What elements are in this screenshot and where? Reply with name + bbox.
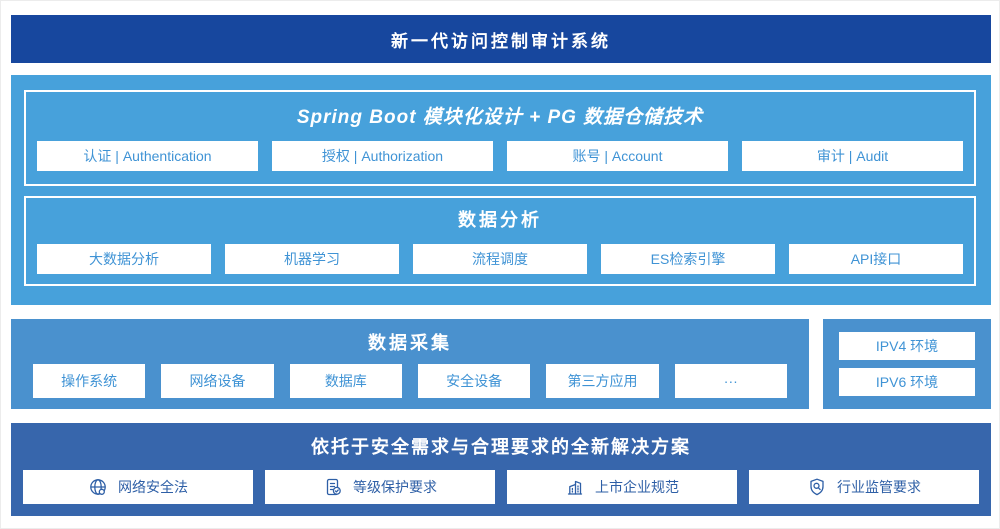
platform-section: Spring Boot 模块化设计 + PG 数据仓储技术 认证 | Authe… — [11, 75, 991, 305]
module-account: 账号 | Account — [507, 141, 728, 171]
data-collection-section: 数据采集 操作系统 网络设备 数据库 安全设备 第三方应用 ··· — [11, 319, 809, 409]
solution-section: 依托于安全需求与合理要求的全新解决方案 网络安全法 — [11, 423, 991, 516]
module-process-scheduling: 流程调度 — [413, 244, 587, 274]
source-third-party-app: 第三方应用 — [546, 364, 659, 398]
requirement-label: 等级保护要求 — [353, 479, 437, 495]
solution-title: 依托于安全需求与合理要求的全新解决方案 — [311, 437, 691, 457]
ipv6-environment: IPV6 环境 — [839, 368, 975, 396]
shield-search-icon — [807, 477, 827, 497]
module-authentication: 认证 | Authentication — [37, 141, 258, 171]
module-audit: 审计 | Audit — [742, 141, 963, 171]
springboot-subsection: Spring Boot 模块化设计 + PG 数据仓储技术 认证 | Authe… — [24, 90, 976, 186]
requirement-classified-protection: 等级保护要求 — [265, 470, 495, 504]
springboot-module-row: 认证 | Authentication 授权 | Authorization 账… — [26, 141, 974, 171]
data-analysis-title: 数据分析 — [458, 210, 542, 230]
module-authorization: 授权 | Authorization — [272, 141, 493, 171]
data-collection-row: 操作系统 网络设备 数据库 安全设备 第三方应用 ··· — [11, 364, 809, 398]
springboot-title: Spring Boot 模块化设计 + PG 数据仓储技术 — [296, 107, 704, 128]
network-environment-section: IPV4 环境 IPV6 环境 — [823, 319, 991, 409]
requirement-label: 网络安全法 — [118, 479, 188, 495]
checklist-icon — [323, 477, 343, 497]
source-database: 数据库 — [289, 364, 402, 398]
data-analysis-subsection: 数据分析 大数据分析 机器学习 流程调度 ES检索引擎 API接口 — [24, 196, 976, 286]
module-es-search-engine: ES检索引擎 — [601, 244, 775, 274]
requirement-listed-company: 上市企业规范 — [507, 470, 737, 504]
source-security-device: 安全设备 — [417, 364, 531, 398]
requirement-industry-supervision: 行业监管要求 — [749, 470, 979, 504]
requirement-cybersecurity-law: 网络安全法 — [23, 470, 253, 504]
requirement-label: 上市企业规范 — [595, 479, 679, 495]
source-network-device: 网络设备 — [161, 364, 274, 398]
module-big-data-analysis: 大数据分析 — [37, 244, 211, 274]
module-api: API接口 — [789, 244, 963, 274]
source-operating-system: 操作系统 — [33, 364, 146, 398]
module-machine-learning: 机器学习 — [225, 244, 399, 274]
building-icon — [565, 477, 585, 497]
data-collection-title: 数据采集 — [368, 333, 452, 353]
solution-row: 网络安全法 等级保护要求 — [11, 470, 991, 504]
data-analysis-module-row: 大数据分析 机器学习 流程调度 ES检索引擎 API接口 — [26, 244, 974, 274]
requirement-label: 行业监管要求 — [837, 479, 921, 495]
ipv4-environment: IPV4 环境 — [839, 332, 975, 360]
source-more-ellipsis: ··· — [674, 364, 787, 398]
page-title-banner: 新一代访问控制审计系统 — [11, 15, 991, 63]
page-title: 新一代访问控制审计系统 — [391, 31, 611, 51]
globe-icon — [88, 477, 108, 497]
